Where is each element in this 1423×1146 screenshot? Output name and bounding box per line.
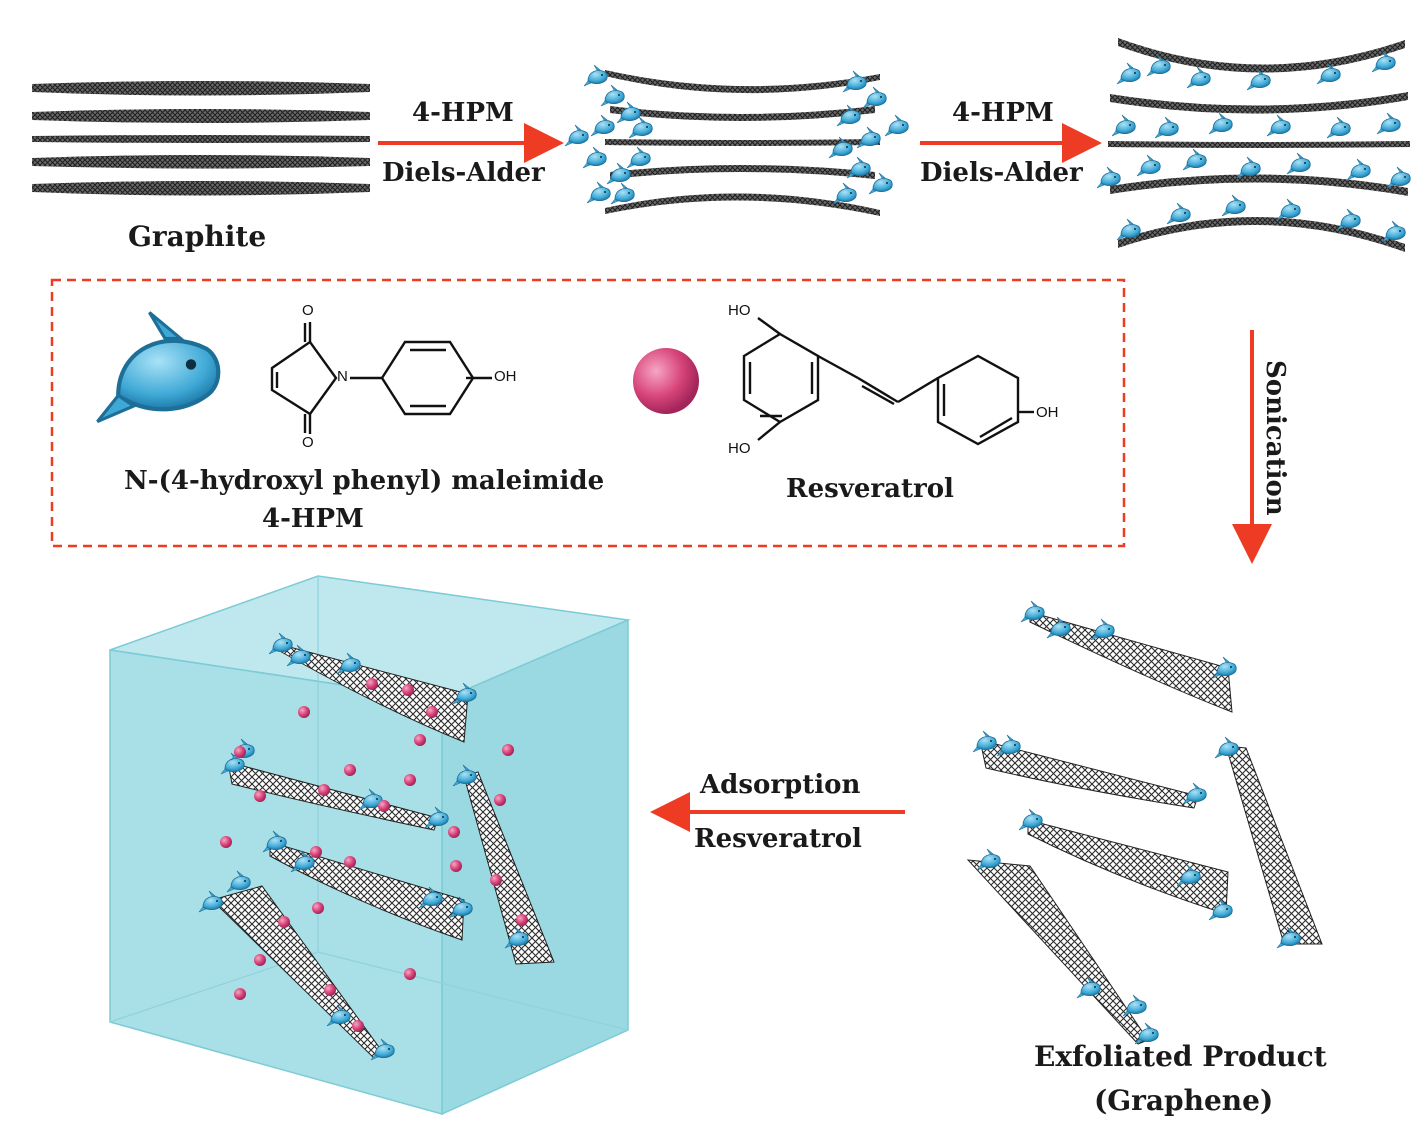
- step2-reaction: Diels-Alder: [920, 158, 1083, 188]
- dolphin-icon: [97, 312, 218, 421]
- hpm-name: N-(4-hydroxyl phenyl) maleimide: [124, 466, 605, 496]
- graphite-stack: [32, 81, 370, 196]
- step1-reaction: Diels-Alder: [382, 158, 545, 188]
- graphite-label: Graphite: [128, 220, 267, 253]
- step1-reagent: 4-HPM: [412, 98, 514, 128]
- atom-o-bottom: O: [302, 434, 314, 451]
- exfoliated-sheets: [966, 611, 1323, 1045]
- intercalated-dolphins: [564, 64, 909, 205]
- solution-cube: [109, 575, 631, 1116]
- atom-oh-hpm: OH: [494, 368, 517, 385]
- legend-box: [50, 278, 1126, 548]
- step2-reagent: 4-HPM: [952, 98, 1054, 128]
- atom-o-top: O: [302, 302, 314, 319]
- hpm-structure: [270, 322, 492, 434]
- intercalated-stack: [605, 70, 880, 216]
- resveratrol-spheres: [220, 678, 528, 1032]
- resveratrol-structure: [742, 317, 1034, 446]
- resveratrol-name: Resveratrol: [786, 474, 954, 504]
- product-line1: Exfoliated Product: [1034, 1040, 1327, 1073]
- product-line2: (Graphene): [1094, 1084, 1274, 1117]
- hpm-abbrev: 4-HPM: [262, 504, 364, 534]
- expanded-stack: [1108, 38, 1410, 252]
- step4-resveratrol: Resveratrol: [694, 824, 862, 854]
- atom-n: N: [337, 368, 348, 385]
- atom-ho-top: HO: [728, 302, 751, 319]
- resveratrol-sphere-icon: [633, 348, 699, 414]
- step4-adsorption: Adsorption: [700, 770, 861, 800]
- atom-oh-resveratrol: OH: [1036, 404, 1059, 421]
- step3-sonication: Sonication: [1260, 360, 1290, 516]
- atom-ho-bottom: HO: [728, 440, 751, 457]
